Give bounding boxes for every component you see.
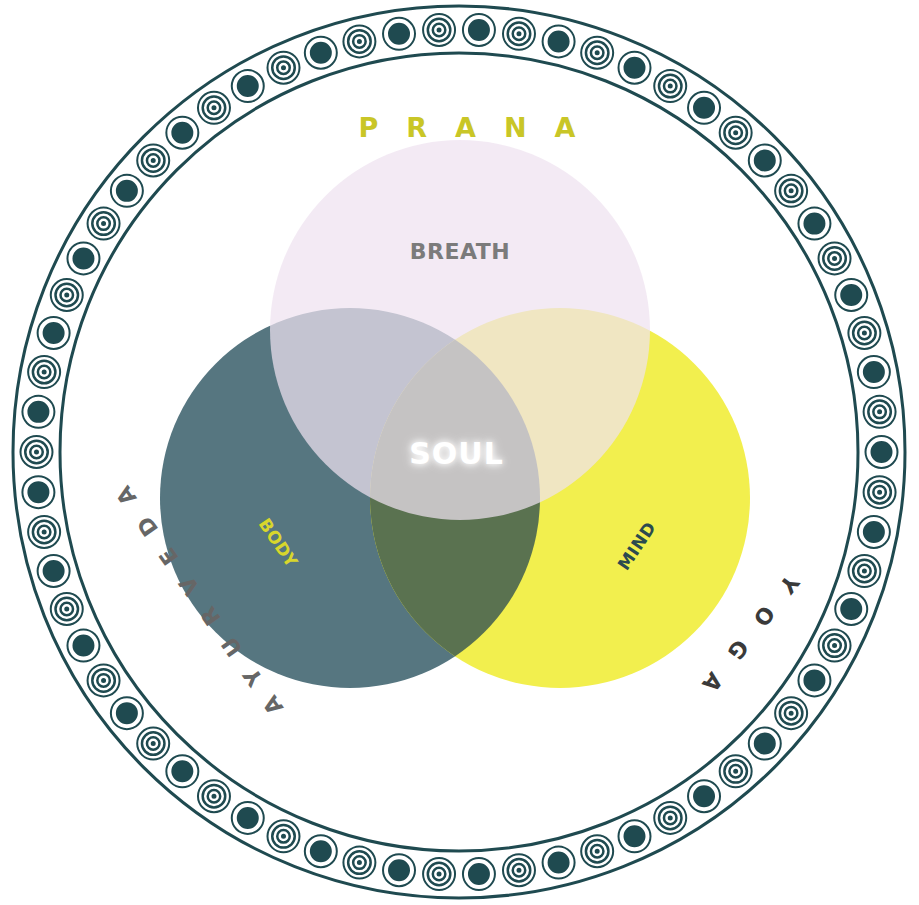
mind-circle: MIND [370,308,750,688]
soul-center-label: SOUL [408,437,504,470]
ring-motif-b [37,30,882,875]
circle-shape [370,308,750,688]
circle-label: BODY [255,515,301,571]
ring-inner-line [60,53,858,851]
ring-motif-a [37,30,882,875]
ring-motif-b [37,30,882,875]
ring-motif-b [37,30,882,875]
ring-motif-b [37,30,882,875]
ring-motif-b [37,30,882,875]
circle-label: MIND [614,519,659,574]
circle-fill [270,140,650,520]
ring-motif-b [37,30,882,875]
ring-motif-b [37,30,882,875]
ring-motif-a [37,30,882,875]
prana-heading: PRANA [331,113,604,143]
circle-label: BREATH [410,240,510,264]
ring-motif-a [37,30,882,875]
ring-outer-line [13,6,905,898]
